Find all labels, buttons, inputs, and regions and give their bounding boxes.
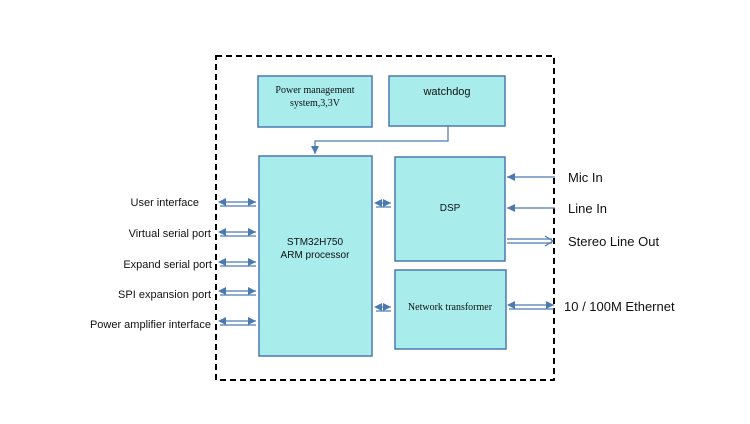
mcu-network-link <box>374 303 391 312</box>
left-port-spi-expansion: SPI expansion port <box>118 287 256 301</box>
power-management-label-line1: Power management <box>275 85 354 96</box>
left-port-user-interface: User interface <box>131 197 256 209</box>
right-port-mic-in: Mic In <box>507 170 603 185</box>
watchdog-label: watchdog <box>422 86 470 98</box>
mcu-label-line1: STM32H750 <box>287 237 344 248</box>
mcu-block: STM32H750 ARM processor <box>258 155 373 357</box>
watchdog-block: watchdog <box>388 75 506 127</box>
right-port-line-in: Line In <box>507 201 607 216</box>
dsp-label: DSP <box>440 203 461 214</box>
mic-in-label: Mic In <box>568 170 603 185</box>
power-management-block: Power management system,3,3V <box>257 75 373 128</box>
power-management-label-line2: system,3,3V <box>290 98 341 109</box>
left-port-label: SPI expansion port <box>118 289 211 301</box>
watchdog-to-mcu-arrow <box>311 126 449 154</box>
stereo-line-out-label: Stereo Line Out <box>568 234 659 249</box>
left-port-virtual-serial: Virtual serial port <box>129 228 256 240</box>
mcu-dsp-link <box>374 199 391 208</box>
line-in-label: Line In <box>568 201 607 216</box>
left-port-expand-serial: Expand serial port <box>123 258 256 271</box>
ethernet-label: 10 / 100M Ethernet <box>564 299 675 314</box>
mcu-label-line2: ARM processor <box>281 250 351 261</box>
right-port-ethernet: 10 / 100M Ethernet <box>507 299 675 314</box>
network-transformer-label: Network transformer <box>408 302 493 313</box>
system-boundary <box>215 55 555 381</box>
left-port-label: User interface <box>131 197 199 209</box>
left-port-label: Virtual serial port <box>129 228 211 240</box>
network-transformer-block: Network transformer <box>394 269 507 350</box>
dsp-block: DSP <box>394 156 506 262</box>
left-port-power-amplifier: Power amplifier interface <box>90 317 256 331</box>
left-port-label: Power amplifier interface <box>90 319 211 331</box>
left-port-label: Expand serial port <box>123 259 212 271</box>
right-port-stereo-line-out: Stereo Line Out <box>507 234 659 249</box>
